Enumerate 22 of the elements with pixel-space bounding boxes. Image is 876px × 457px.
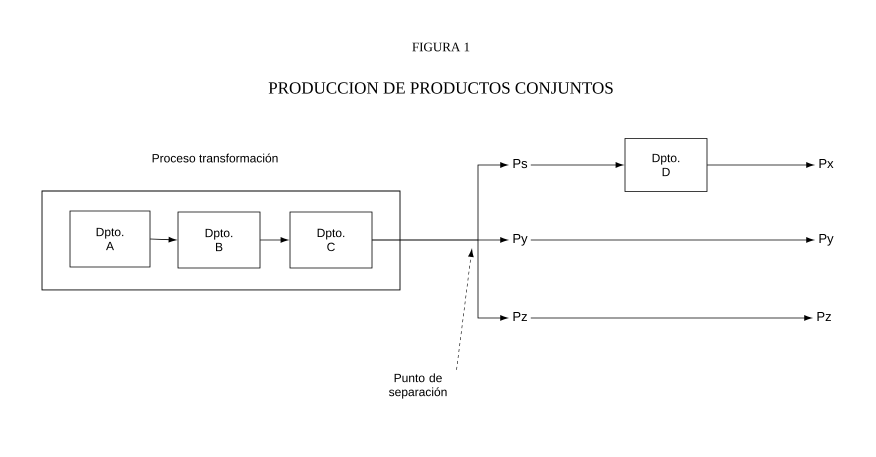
arrow bbox=[707, 162, 814, 168]
arrow bbox=[530, 162, 624, 168]
node-label: Proceso transformación bbox=[152, 154, 278, 162]
product-label: Pz bbox=[513, 312, 527, 321]
product-label: Pz bbox=[817, 312, 831, 321]
arrow bbox=[372, 240, 508, 321]
product-label: Py bbox=[513, 234, 528, 246]
product-label: Px bbox=[819, 159, 834, 168]
product-label: Py bbox=[819, 234, 834, 246]
department-box: Dpto. C bbox=[290, 212, 372, 268]
annotation-text: Punto de separación bbox=[388, 373, 447, 399]
figure-number: FIGURA 1 bbox=[412, 42, 470, 52]
department-box: Dpto. A bbox=[70, 210, 150, 268]
arrow bbox=[530, 315, 812, 321]
title: PRODUCCION DE PRODUCTOS CONJUNTOS bbox=[268, 82, 613, 94]
arrow bbox=[150, 236, 176, 242]
department-box: Dpto. D bbox=[624, 138, 708, 192]
arrow bbox=[260, 237, 288, 243]
arrow bbox=[530, 237, 814, 243]
leader-arrow bbox=[456, 249, 474, 370]
product-label: Ps bbox=[513, 159, 528, 168]
department-box: Dpto. B bbox=[178, 212, 260, 268]
